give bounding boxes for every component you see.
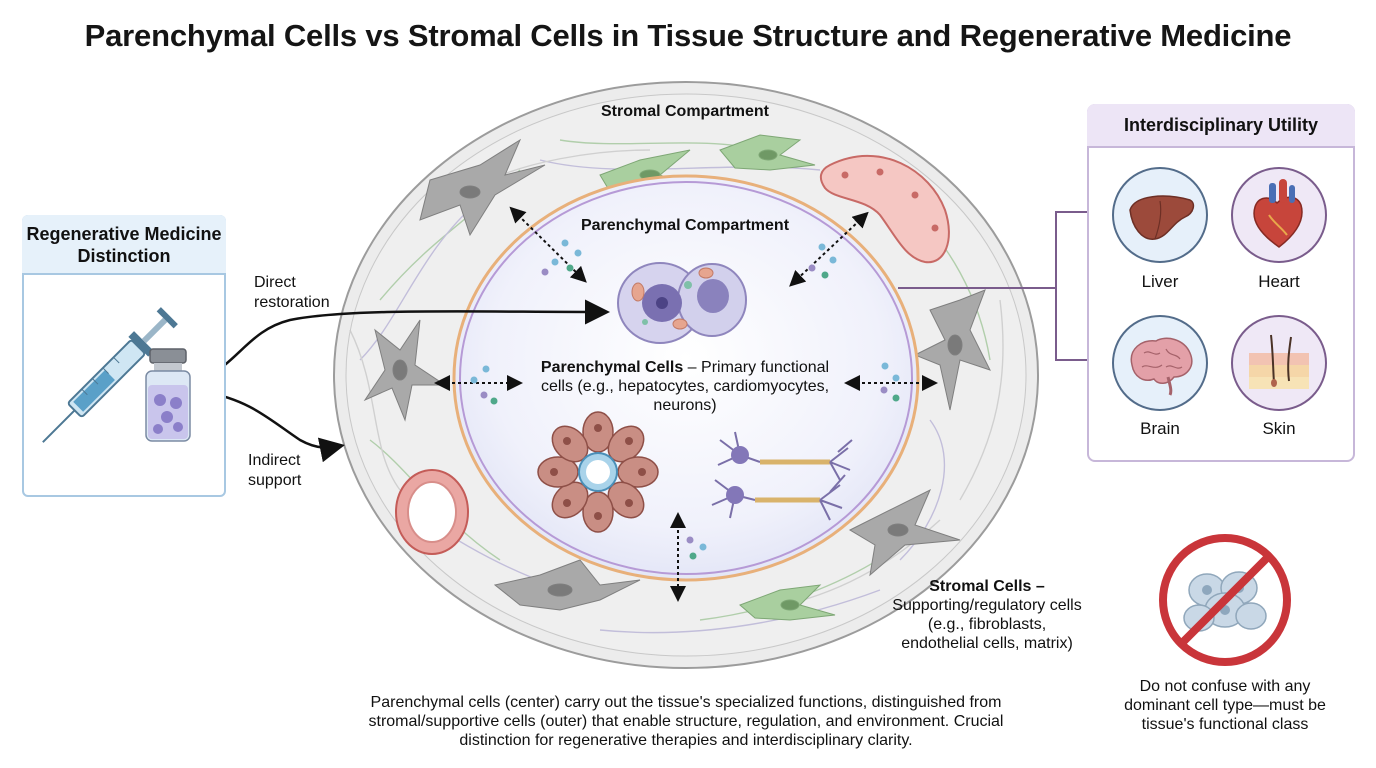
direct-restoration-label: Direct restoration xyxy=(254,274,330,311)
neurons xyxy=(711,431,853,521)
warning-line1: Do not confuse with any xyxy=(1139,678,1311,695)
parenchymal-cells-description: Parenchymal Cells – Primary functional c… xyxy=(500,358,870,415)
stromal-line3: endothelial cells, matrix) xyxy=(901,635,1073,652)
page-title: Parenchymal Cells vs Stromal Cells in Ti… xyxy=(84,18,1292,53)
caption-line2: stromal/supportive cells (outer) that en… xyxy=(368,713,1004,730)
stromal-cells-description: Stromal Cells – Supporting/regulatory ce… xyxy=(862,577,1112,653)
parenchymal-dash: – xyxy=(683,359,702,376)
indirect-support-label: Indirect support xyxy=(248,452,302,489)
prohibited-icon xyxy=(1159,534,1291,666)
neuron-somas xyxy=(726,446,749,504)
fibroblast-cell xyxy=(419,138,546,237)
hepatocyte-cluster xyxy=(617,262,747,344)
fibroblast-cell xyxy=(493,559,641,611)
organ-label-heart: Heart xyxy=(1258,272,1300,291)
organ-label-skin: Skin xyxy=(1262,419,1296,438)
fibroblast-cell xyxy=(363,319,447,422)
stromal-term: Stromal Cells – xyxy=(929,578,1045,595)
skin-icon xyxy=(1231,315,1327,411)
interaction-arrows xyxy=(434,206,938,602)
warning-line2: dominant cell type—must be xyxy=(1124,697,1326,714)
stromal-line2: (e.g., fibroblasts, xyxy=(927,616,1047,633)
parenchymal-line3: neurons) xyxy=(653,397,717,414)
utility-panel-heading: Interdisciplinary Utility xyxy=(1087,104,1355,148)
parenchymal-line2: cells (e.g., hepatocytes, cardiomyocytes… xyxy=(540,378,830,395)
organ-label-brain: Brain xyxy=(1140,419,1180,438)
interdisciplinary-utility-panel xyxy=(1087,104,1355,462)
parenchymal-term: Parenchymal Cells xyxy=(540,359,684,376)
regenerative-panel-heading: Regenerative Medicine Distinction xyxy=(22,215,226,275)
epithelial-rosette xyxy=(537,411,659,533)
parenchymal-compartment-label: Parenchymal Compartment xyxy=(580,217,790,234)
stromal-compartment-label: Stromal Compartment xyxy=(600,103,770,120)
syringe-icon xyxy=(42,307,178,443)
blood-vessel xyxy=(819,154,950,264)
parenchymal-line1: Primary functional xyxy=(701,359,830,376)
caption-line3: distinction for regenerative therapies a… xyxy=(459,732,913,749)
warning-text: Do not confuse with any dominant cell ty… xyxy=(1100,677,1350,734)
caption-line1: Parenchymal cells (center) carry out the… xyxy=(370,694,1002,711)
liver-icon xyxy=(1112,167,1208,263)
indirect-arrow xyxy=(204,390,345,463)
direct-arrow xyxy=(204,299,610,380)
vial-icon xyxy=(145,348,191,442)
fibroblast-cell xyxy=(848,488,961,577)
heart-icon xyxy=(1231,167,1327,263)
brain-icon xyxy=(1112,315,1208,411)
blood-vessel xyxy=(395,469,469,555)
organ-label-liver: Liver xyxy=(1141,272,1179,291)
warning-line3: tissue's functional class xyxy=(1141,716,1309,733)
signal-molecules xyxy=(470,239,900,560)
figure-caption: Parenchymal cells (center) carry out the… xyxy=(300,693,1072,750)
stromal-line1: Supporting/regulatory cells xyxy=(892,597,1082,614)
fibroblast-cell xyxy=(913,289,991,411)
